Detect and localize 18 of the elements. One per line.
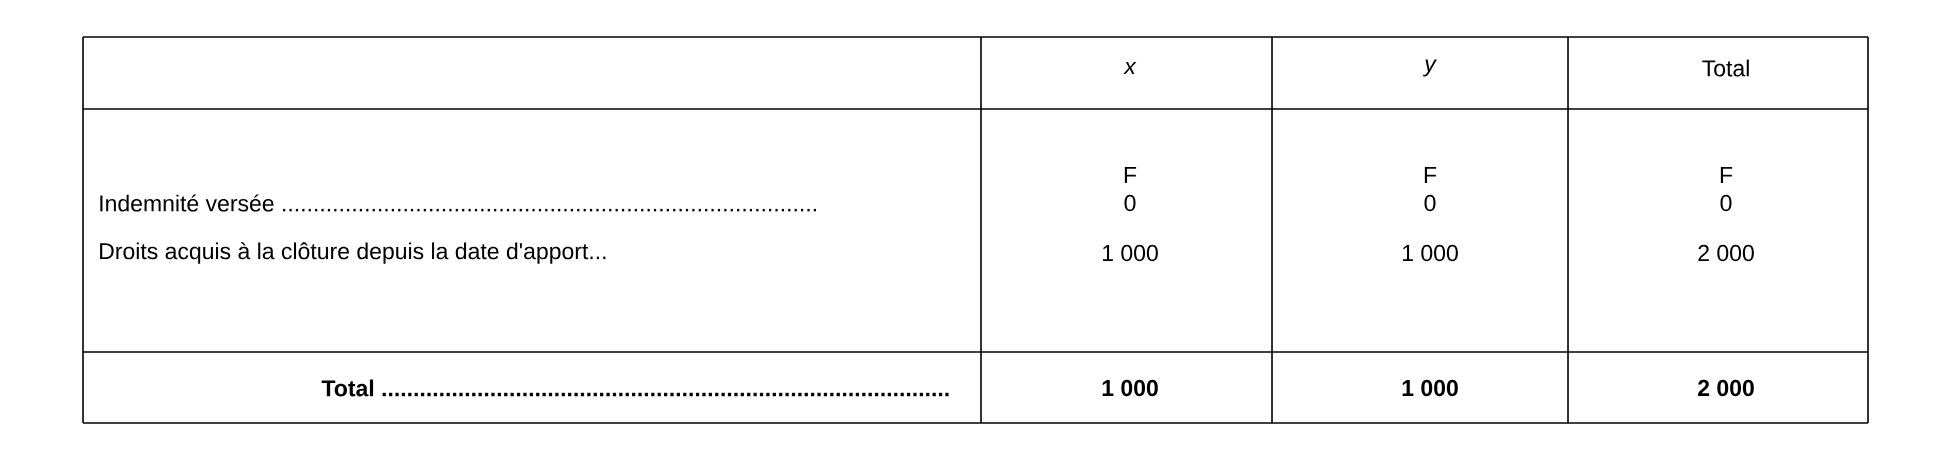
column-header: x (1123, 61, 1137, 75)
total-cell: 2 000 (1698, 379, 1754, 397)
table-cell: 1 000 (1403, 244, 1458, 262)
total-cell: 1 000 (1402, 379, 1458, 397)
table-cell: 2 000 (1698, 244, 1754, 262)
table-cell: F (1720, 167, 1733, 183)
total-cell: 1 000 (1102, 379, 1158, 397)
table-cell: Total (1702, 59, 1749, 77)
column-header: y (1422, 59, 1437, 77)
table-cell: 0 (1720, 194, 1732, 212)
row-label: Total ......................................................................................... (321, 379, 949, 397)
table-cell: 1 000 (1103, 244, 1158, 262)
table-cell: 0 (1424, 194, 1436, 212)
row-label: Droits acquis à la clôture depuis la date d'apport... (100, 242, 606, 264)
table-cell: F (1124, 167, 1137, 183)
table-cell: F (1424, 167, 1437, 183)
table-cell: 0 (1124, 194, 1136, 212)
row-label: Indemnité versée .................................................................................... (100, 194, 816, 212)
